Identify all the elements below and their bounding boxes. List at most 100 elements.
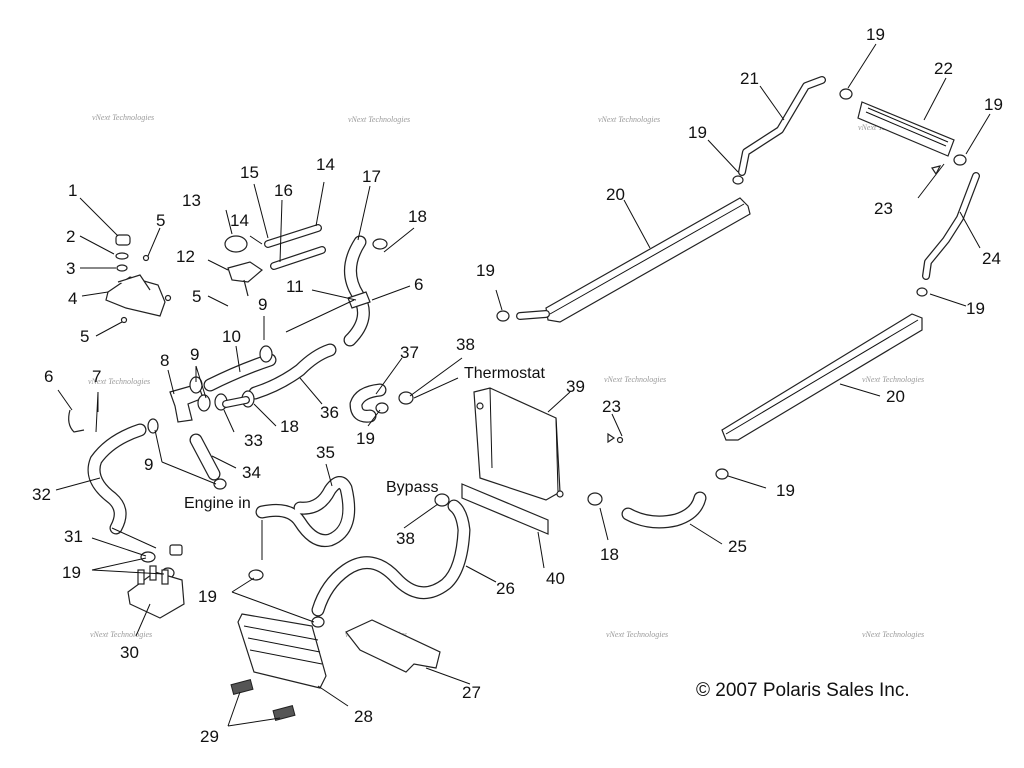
clamp-19 (732, 175, 744, 185)
callout-38: 38 (456, 335, 475, 354)
callout-6: 6 (44, 367, 53, 386)
bracket-40 (461, 483, 549, 535)
callout-28: 28 (354, 707, 373, 726)
callout-20: 20 (886, 387, 905, 406)
tube-20-upper (545, 197, 751, 323)
callout-19: 19 (966, 299, 985, 318)
callout-29: 29 (200, 727, 219, 746)
bypass-label: Bypass (386, 479, 438, 496)
callout-17: 17 (362, 167, 381, 186)
callout-23: 23 (602, 397, 621, 416)
clamp-19 (496, 310, 510, 322)
filler-neck (227, 261, 263, 283)
clamp (213, 478, 227, 490)
bracket-29 (272, 704, 296, 722)
filler-neck-outlet (243, 279, 249, 297)
callout-35: 35 (316, 443, 335, 462)
callout-9: 9 (144, 455, 153, 474)
filler-cap (224, 235, 248, 253)
callout-22: 22 (934, 59, 953, 78)
oil-cooler-28 (237, 613, 327, 689)
reservoir-neck (117, 274, 151, 291)
copyright-notice: © 2007 Polaris Sales Inc. (696, 680, 910, 701)
callout-31: 31 (64, 527, 83, 546)
callout-9: 9 (190, 345, 199, 364)
callout-19: 19 (984, 95, 1003, 114)
housing-post (161, 569, 169, 585)
clamp-19 (140, 551, 156, 563)
clamp-19 (375, 402, 389, 414)
callout-18: 18 (600, 545, 619, 564)
watermark: vNext Technologies (862, 630, 924, 639)
callout-19: 19 (776, 481, 795, 500)
watermark: vNext Technologies (604, 375, 666, 384)
callout-21: 21 (740, 69, 759, 88)
callout-40: 40 (546, 569, 565, 588)
callout-19: 19 (198, 587, 217, 606)
watermark: vNext Technologies (862, 375, 924, 384)
clamp-18 (372, 238, 388, 250)
reservoir-screw (142, 254, 150, 262)
thermostat-label: Thermostat (464, 365, 545, 382)
callout-18: 18 (280, 417, 299, 436)
radiator-39 (473, 387, 561, 501)
clamp-38 (434, 493, 450, 507)
radiator-port (556, 490, 564, 498)
callout-30: 30 (120, 643, 139, 662)
callout-36: 36 (320, 403, 339, 422)
callout-18: 18 (408, 207, 427, 226)
callout-2: 2 (66, 227, 75, 246)
parts (68, 76, 980, 722)
callout-7: 7 (92, 367, 101, 386)
callout-23: 23 (874, 199, 893, 218)
callout-19: 19 (688, 123, 707, 142)
arrow-23-left (607, 432, 616, 444)
bracket-29 (230, 678, 254, 696)
watermark: vNext Technologies (92, 113, 154, 122)
callout-3: 3 (66, 259, 75, 278)
reservoir-cap (115, 234, 131, 246)
clamp (147, 418, 159, 434)
clamp-19 (916, 287, 928, 297)
callout-9: 9 (258, 295, 267, 314)
callout-16: 16 (274, 181, 293, 200)
cap-seal (115, 252, 129, 260)
callout-25: 25 (728, 537, 747, 556)
callout-11: 11 (286, 277, 304, 296)
callout-26: 26 (496, 579, 515, 598)
callout-24: 24 (982, 249, 1001, 268)
callout-4: 4 (68, 289, 77, 308)
callout-39: 39 (566, 377, 585, 396)
screw-23 (616, 436, 624, 444)
callout-1: 1 (68, 181, 77, 200)
exchanger-fins (865, 107, 949, 147)
callout-8: 8 (160, 351, 169, 370)
watermark: vNext Technologies (90, 630, 152, 639)
callout-27: 27 (462, 683, 481, 702)
watermark: vNext Technologies (88, 377, 150, 386)
callout-19: 19 (356, 429, 375, 448)
clamp-18 (587, 492, 603, 506)
tube-edge (549, 203, 745, 315)
clamp-19 (248, 569, 264, 581)
callout-34: 34 (242, 463, 261, 482)
callout-5: 5 (80, 327, 89, 346)
callout-33: 33 (244, 431, 263, 450)
watermark: vNext Technologies (348, 115, 410, 124)
callout-5: 5 (156, 211, 165, 230)
callout-6: 6 (414, 275, 423, 294)
clamp-19 (839, 88, 853, 100)
clamp-38 (398, 391, 414, 405)
callout-32: 32 (32, 485, 51, 504)
radiator-port (476, 402, 484, 410)
housing-post (137, 569, 145, 585)
watermark: vNext Technologies (598, 115, 660, 124)
watermark: vNext Technologies (606, 630, 668, 639)
callout-14: 14 (230, 211, 249, 230)
clip-6 (347, 291, 371, 309)
leader-lines (55, 43, 991, 727)
cooler-fins (243, 625, 323, 665)
clamp-19 (953, 154, 967, 166)
tube-edge (725, 319, 919, 435)
